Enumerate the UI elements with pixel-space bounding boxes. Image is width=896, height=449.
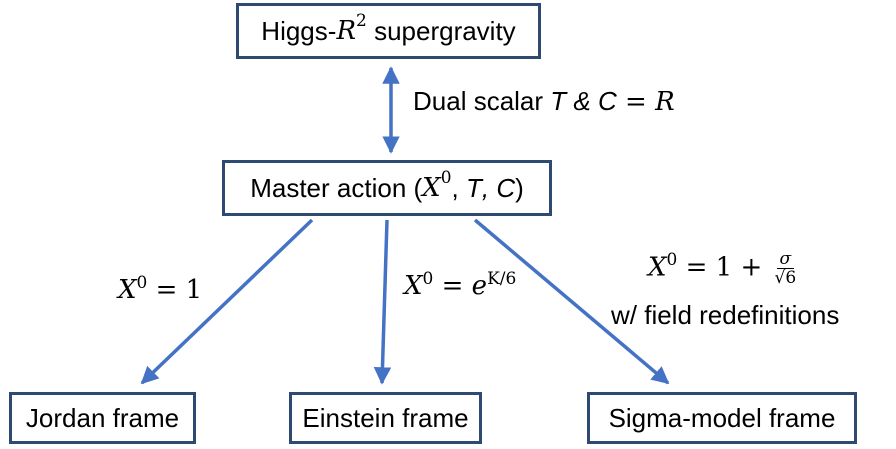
top-text-after: supergravity — [366, 15, 516, 46]
dual-var-t: T — [550, 86, 567, 116]
master-var: X — [422, 173, 441, 203]
master-c: C — [496, 172, 516, 203]
master-text-after: ) — [515, 172, 524, 203]
dual-eq: = — [616, 87, 656, 117]
master-t: T — [465, 172, 482, 203]
jordan-frame-box: Jordan frame — [9, 392, 196, 444]
sigma-eq: = 1 + — [677, 252, 771, 283]
master-sep2: , — [481, 172, 497, 203]
master-action-box: Master action ( X 0 , T , C ) — [222, 160, 552, 216]
sigma-model-frame-box: Sigma-model frame — [587, 392, 857, 444]
master-sep1: , — [451, 172, 466, 203]
sigma-condition-label: X0 = 1 + σ√6 — [648, 250, 796, 287]
einstein-sup: 0 — [422, 269, 434, 289]
jordan-condition-label: X0 = 1 — [118, 273, 203, 305]
sigma-arrow — [473, 218, 670, 385]
jordan-arrow — [140, 218, 314, 385]
einstein-exp: K/6 — [487, 269, 517, 289]
master-text-before: Master action ( — [250, 172, 423, 203]
sigma-numerator: σ — [776, 250, 795, 269]
einstein-var: X — [404, 271, 423, 301]
field-redefinitions-note: w/ field redefinitions — [611, 300, 840, 330]
sigma-sup: 0 — [666, 250, 678, 271]
higgs-r2-supergravity-box: Higgs- R 2 supergravity — [236, 3, 541, 59]
top-text-before: Higgs- — [261, 15, 337, 46]
jordan-sup: 0 — [136, 273, 148, 293]
top-sup: 2 — [356, 11, 367, 31]
einstein-frame-box: Einstein frame — [289, 392, 482, 444]
jordan-rhs: = 1 — [147, 275, 203, 305]
master-sup: 0 — [440, 168, 452, 188]
einstein-condition-label: X0 = eK/6 — [404, 269, 517, 301]
sigma-denominator: √6 — [774, 268, 797, 288]
dual-var-c: C — [597, 86, 617, 116]
top-var: R — [336, 16, 357, 46]
sigma-var: X — [648, 252, 667, 283]
dual-amp: & — [566, 86, 598, 116]
dual-scalar-label: Dual scalar T & C = R — [413, 86, 675, 117]
jordan-var: X — [118, 275, 137, 305]
sigma-fraction: σ√6 — [775, 250, 797, 287]
einstein-arrow — [373, 219, 392, 385]
dual-text: Dual scalar — [413, 86, 551, 116]
dual-rhs: R — [655, 87, 675, 117]
einstein-eq: = — [433, 271, 472, 301]
einstein-base: e — [471, 271, 488, 301]
